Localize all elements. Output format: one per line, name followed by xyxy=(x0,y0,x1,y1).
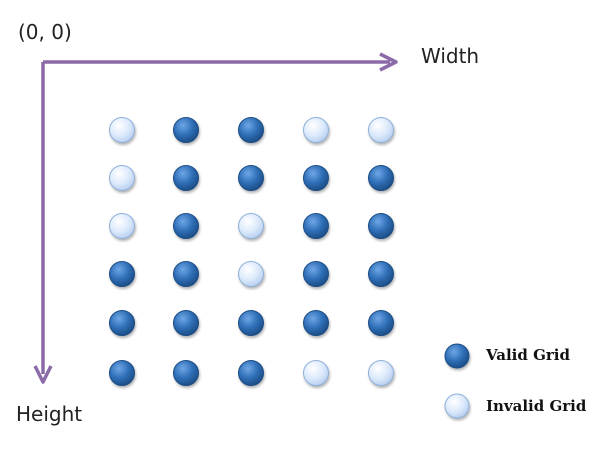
width-axis-label: Width xyxy=(421,44,480,68)
valid-grid-point-r5-c4 xyxy=(303,310,329,336)
valid-grid-point-r3-c2 xyxy=(173,213,199,239)
valid-grid-point-r3-c4 xyxy=(303,213,329,239)
valid-grid-point-r3-c5 xyxy=(368,213,394,239)
invalid-grid-point-r2-c1 xyxy=(109,165,135,191)
valid-grid-point-r5-c1 xyxy=(109,310,135,336)
invalid-grid-point-r6-c4 xyxy=(303,360,329,386)
invalid-grid-point-r6-c5 xyxy=(368,360,394,386)
valid-grid-point-r4-c4 xyxy=(303,261,329,287)
legend-invalid-marker xyxy=(444,393,470,419)
valid-grid-point-r2-c2 xyxy=(173,165,199,191)
grid-points xyxy=(109,117,394,386)
valid-grid-point-r2-c3 xyxy=(238,165,264,191)
valid-grid-point-r6-c2 xyxy=(173,360,199,386)
height-axis-label: Height xyxy=(16,402,83,426)
valid-grid-point-r5-c5 xyxy=(368,310,394,336)
y-axis-arrow xyxy=(33,62,53,384)
valid-grid-point-r5-c2 xyxy=(173,310,199,336)
valid-grid-point-r4-c5 xyxy=(368,261,394,287)
valid-grid-point-r4-c1 xyxy=(109,261,135,287)
valid-grid-point-r6-c3 xyxy=(238,360,264,386)
valid-grid-point-r1-c2 xyxy=(173,117,199,143)
legend-valid-label: Valid Grid xyxy=(486,346,570,364)
valid-grid-point-r5-c3 xyxy=(238,310,264,336)
invalid-grid-point-r1-c4 xyxy=(303,117,329,143)
origin-label: (0, 0) xyxy=(18,20,72,44)
valid-grid-point-r2-c4 xyxy=(303,165,329,191)
legend-valid-marker xyxy=(444,343,470,369)
invalid-grid-point-r1-c1 xyxy=(109,117,135,143)
invalid-grid-point-r3-c3 xyxy=(238,213,264,239)
legend-invalid-label: Invalid Grid xyxy=(486,397,587,415)
invalid-grid-point-r1-c5 xyxy=(368,117,394,143)
x-axis-arrow xyxy=(43,52,398,72)
valid-grid-point-r6-c1 xyxy=(109,360,135,386)
valid-grid-point-r4-c2 xyxy=(173,261,199,287)
valid-grid-point-r2-c5 xyxy=(368,165,394,191)
invalid-grid-point-r3-c1 xyxy=(109,213,135,239)
valid-grid-point-r1-c3 xyxy=(238,117,264,143)
invalid-grid-point-r4-c3 xyxy=(238,261,264,287)
